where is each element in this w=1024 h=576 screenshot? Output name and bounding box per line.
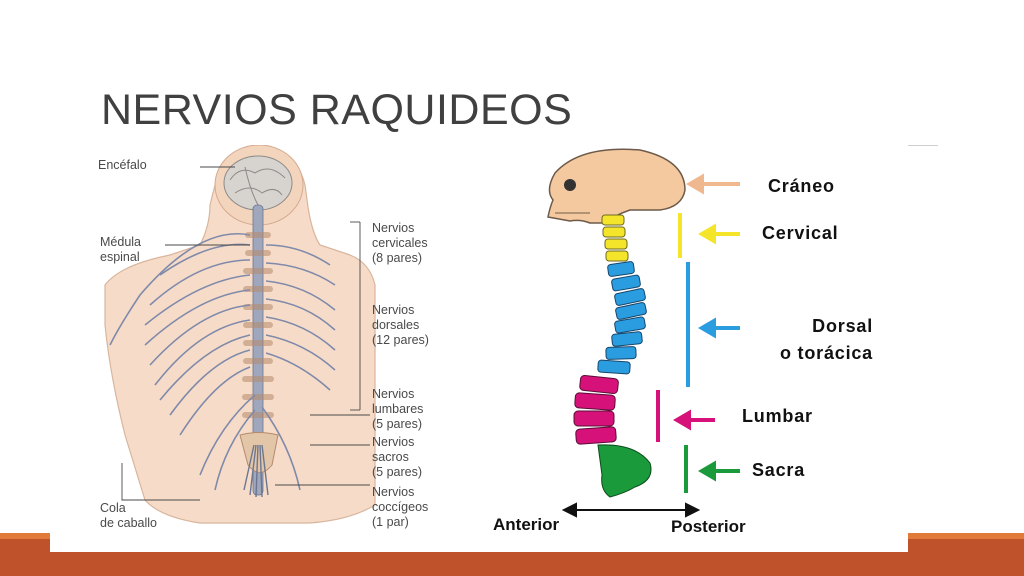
anterior-posterior-axis bbox=[561, 502, 701, 518]
label-nervios-lumbares: Nervios lumbares (5 pares) bbox=[372, 387, 424, 431]
label-cola-de-caballo: Cola de caballo bbox=[100, 501, 157, 530]
cervical-arrow bbox=[698, 223, 740, 245]
label-medula-espinal: Médula espinal bbox=[100, 235, 141, 264]
thoracic-vertebrae bbox=[597, 261, 647, 375]
label-nervios-sacros: Nervios sacros (5 pares) bbox=[372, 435, 423, 479]
label-craneo: Cráneo bbox=[768, 176, 835, 196]
label-dorsal: Dorsal o torácica bbox=[779, 316, 873, 363]
lumbar-arrow bbox=[673, 409, 715, 431]
slide-title: NERVIOS RAQUIDEOS bbox=[101, 86, 573, 134]
label-nervios-cervicales: Nervios cervicales (8 pares) bbox=[372, 221, 428, 265]
sacra-arrow bbox=[698, 460, 740, 482]
label-cervical: Cervical bbox=[762, 223, 839, 243]
left-leader-lines bbox=[121, 166, 370, 501]
cervical-bar bbox=[678, 213, 682, 258]
skull-shape bbox=[547, 148, 686, 224]
label-posterior: Posterior bbox=[671, 517, 746, 536]
lumbar-bar bbox=[656, 390, 660, 442]
label-nervios-coccigeos: Nervios coccígeos (1 par) bbox=[372, 485, 429, 529]
label-sacra: Sacra bbox=[752, 460, 806, 480]
cervical-vertebrae bbox=[601, 214, 629, 262]
label-anterior: Anterior bbox=[493, 515, 560, 534]
dorsal-bar bbox=[686, 262, 690, 387]
label-lumbar: Lumbar bbox=[742, 406, 813, 426]
spinal-cord-shape bbox=[252, 204, 264, 496]
sacral-vertebrae bbox=[597, 444, 652, 498]
label-nervios-dorsales: Nervios dorsales (12 pares) bbox=[372, 303, 429, 347]
craneo-arrow bbox=[686, 173, 740, 195]
spine-lateral-figure bbox=[547, 148, 740, 518]
sacra-bar bbox=[684, 445, 688, 493]
dorsal-arrow bbox=[698, 317, 740, 339]
diagram-graphic bbox=[104, 145, 740, 524]
lumbar-vertebrae bbox=[573, 374, 619, 445]
label-encefalo: Encéfalo bbox=[98, 158, 147, 172]
brain-shape bbox=[223, 155, 293, 211]
diagram-panel: Encéfalo Médula espinal Nervios cervical… bbox=[50, 145, 908, 552]
body-back-figure bbox=[104, 145, 376, 524]
